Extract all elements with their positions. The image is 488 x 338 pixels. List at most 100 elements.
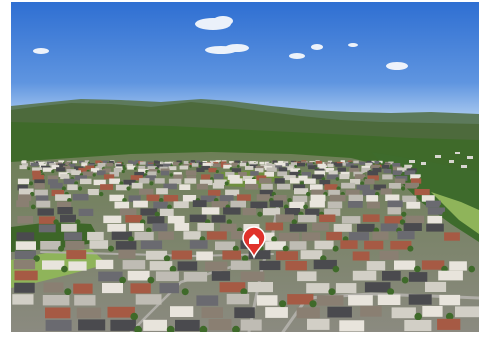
house-roof <box>159 283 179 294</box>
house-roof <box>384 216 403 224</box>
house-roof <box>290 162 298 166</box>
house-roof <box>85 165 95 170</box>
house-roof <box>278 160 284 164</box>
house-roof <box>140 208 158 216</box>
house-roof <box>319 214 336 222</box>
sky <box>11 2 479 117</box>
house-roof <box>38 161 45 165</box>
house-roof <box>74 295 96 306</box>
house-roof <box>48 179 59 185</box>
house-roof <box>152 223 168 232</box>
house-roof <box>329 194 346 202</box>
house-roof <box>184 178 197 184</box>
house-roof <box>57 207 73 215</box>
house-roof <box>45 319 72 331</box>
tree <box>53 219 59 225</box>
house-roof <box>14 250 37 260</box>
house-roof <box>39 163 47 168</box>
house-roof <box>176 160 182 164</box>
house-roof <box>272 160 278 164</box>
house-roof <box>107 306 135 318</box>
house-roof <box>139 178 150 184</box>
house-roof <box>244 183 259 190</box>
house-roof <box>292 195 308 203</box>
tree <box>236 164 240 168</box>
house-roof <box>13 260 36 270</box>
house-roof <box>296 307 320 319</box>
house-roof <box>55 194 71 201</box>
house-roof <box>242 175 254 181</box>
house-roof <box>168 166 177 171</box>
house-roof <box>68 261 87 271</box>
house-roof <box>167 215 185 224</box>
house-roof <box>123 179 136 186</box>
house-roof <box>392 163 401 167</box>
house-roof <box>208 168 217 173</box>
house-roof <box>307 318 330 330</box>
house-roof <box>306 283 330 294</box>
house-roof <box>42 295 70 306</box>
house-roof <box>289 171 300 177</box>
house-roof <box>283 175 296 181</box>
house-roof <box>75 175 87 181</box>
house-roof <box>284 208 301 216</box>
house-roof <box>312 222 329 231</box>
tree <box>226 219 232 225</box>
house-roof <box>201 307 223 318</box>
tree <box>128 236 134 243</box>
house-roof <box>326 231 342 241</box>
house-roof <box>364 282 391 293</box>
house-roof <box>268 163 276 168</box>
house-roof <box>301 172 312 177</box>
house-roof <box>414 189 430 196</box>
house-roof <box>109 161 114 164</box>
location-pin-house-icon[interactable] <box>242 226 266 260</box>
house-roof <box>130 283 151 294</box>
houses <box>12 160 479 332</box>
distant-town <box>409 152 473 168</box>
house-roof <box>314 170 326 176</box>
house-roof <box>16 200 30 208</box>
tree <box>335 177 340 181</box>
house-roof <box>155 271 179 282</box>
house-roof <box>158 231 174 240</box>
house-roof <box>192 200 207 207</box>
house-roof <box>173 172 182 177</box>
house-roof <box>381 164 390 169</box>
house-roof <box>119 208 137 216</box>
house-roof <box>360 305 382 317</box>
house-roof <box>219 282 246 293</box>
house-roof <box>51 165 60 169</box>
grass-strip-right <box>431 192 479 234</box>
house-roof <box>95 259 114 270</box>
aerial-scene <box>11 2 479 332</box>
house-roof <box>422 306 443 317</box>
house-roof <box>64 162 71 166</box>
house-roof <box>341 216 361 224</box>
house-roof <box>236 194 251 201</box>
house-roof <box>145 175 156 181</box>
house-roof <box>212 163 221 167</box>
house-roof <box>113 167 122 173</box>
house-roof <box>439 294 461 306</box>
house-roof <box>373 184 386 191</box>
house-roof <box>259 190 273 197</box>
house-roof <box>219 195 234 202</box>
house-roof <box>116 164 124 168</box>
house-roof <box>438 270 463 281</box>
house-roof <box>215 241 236 251</box>
tree <box>61 265 68 273</box>
house-roof <box>352 251 370 261</box>
tree <box>153 163 156 166</box>
house-roof <box>135 160 140 163</box>
house-roof <box>353 171 365 177</box>
house-roof <box>278 162 286 167</box>
house-roof <box>58 160 65 164</box>
house-roof <box>256 295 278 306</box>
tree <box>30 204 36 210</box>
house-roof <box>155 164 164 168</box>
house-roof <box>259 260 281 271</box>
house-roof <box>149 261 173 271</box>
house-roof <box>102 160 109 164</box>
house-roof <box>153 201 168 209</box>
